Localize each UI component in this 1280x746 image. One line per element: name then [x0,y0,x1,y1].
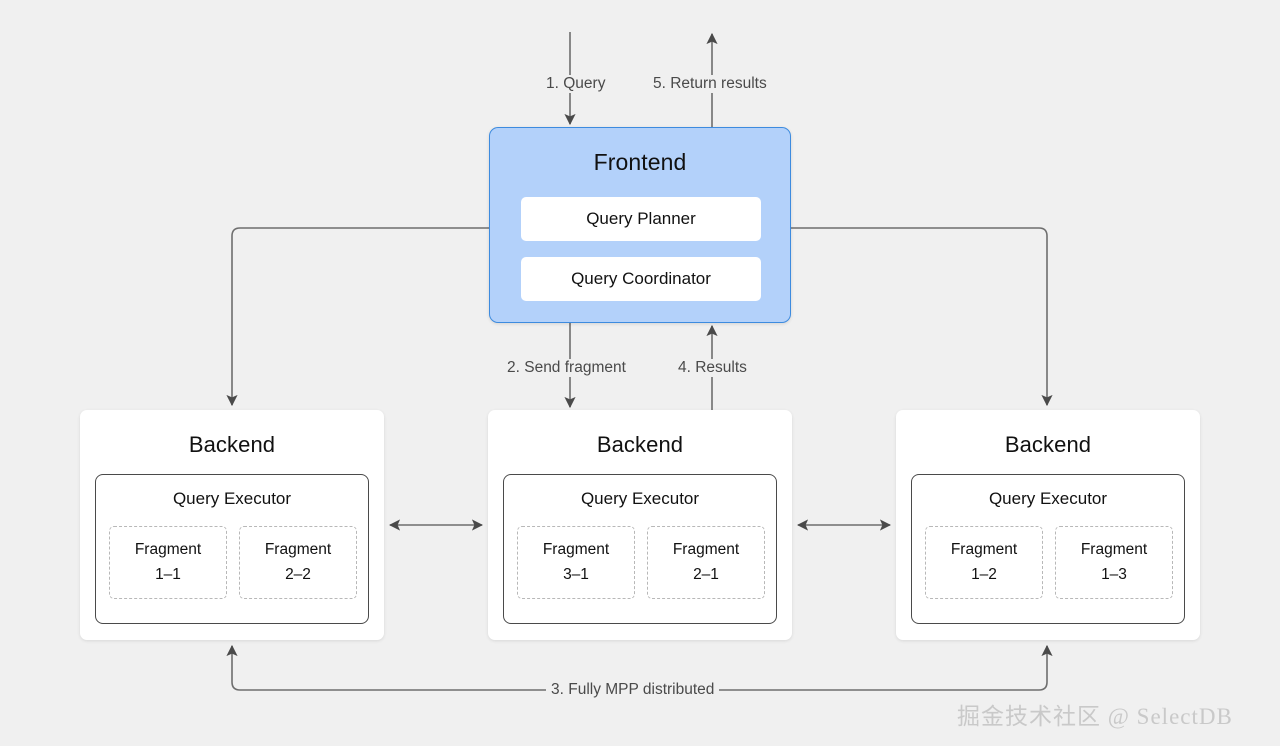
fragment-box[interactable]: Fragment 1–2 [925,526,1043,599]
watermark: 掘金技术社区 @ SelectDB [957,704,1233,729]
edge-frontend-to-left-backend [226,227,489,407]
fragment-box[interactable]: Fragment 1–1 [109,526,227,599]
fragment-name: Fragment [672,541,740,559]
query-executor-box[interactable]: Query Executor Fragment 1–2 Fragment 1–3 [911,474,1185,624]
fragment-id: 2–1 [693,565,719,583]
query-planner-label: Query Planner [586,209,696,228]
query-executor-box[interactable]: Query Executor Fragment 3–1 Fragment 2–1 [503,474,777,624]
fragment-name: Fragment [1080,541,1148,559]
fragment-box[interactable]: Fragment 2–1 [647,526,765,599]
query-coordinator-box[interactable]: Query Coordinator [521,257,761,301]
fragment-row: Fragment 1–1 Fragment 2–2 [109,526,357,599]
frontend-title: Frontend [593,149,687,175]
backend-title: Backend [188,432,276,457]
query-planner-box[interactable]: Query Planner [521,197,761,241]
frontend-node[interactable]: Frontend Query Planner Query Coordinator [489,127,791,323]
query-executor-label: Query Executor [580,489,700,508]
fragment-box[interactable]: Fragment 2–2 [239,526,357,599]
backend-title: Backend [1004,432,1092,457]
fragment-id: 1–1 [155,565,181,583]
backend-title: Backend [596,432,684,457]
edge-frontend-to-right-backend [791,227,1053,407]
query-executor-label: Query Executor [988,489,1108,508]
query-executor-box[interactable]: Query Executor Fragment 1–1 Fragment 2–2 [95,474,369,624]
fragment-box[interactable]: Fragment 1–3 [1055,526,1173,599]
fragment-row: Fragment 3–1 Fragment 2–1 [517,526,765,599]
edge-label-query: 1. Query [541,75,611,93]
query-executor-label: Query Executor [172,489,292,508]
fragment-name: Fragment [950,541,1018,559]
edge-label-results: 4. Results [673,359,752,377]
fragment-name: Fragment [542,541,610,559]
edge-label-send-fragment: 2. Send fragment [502,359,631,377]
fragment-id: 1–2 [971,565,997,583]
fragment-id: 3–1 [563,565,589,583]
fragment-row: Fragment 1–2 Fragment 1–3 [925,526,1173,599]
fragment-id: 2–2 [285,565,311,583]
fragment-name: Fragment [134,541,202,559]
query-coordinator-label: Query Coordinator [571,269,711,288]
backend-node-right[interactable]: Backend Query Executor Fragment 1–2 Frag… [896,410,1200,640]
backend-node-middle[interactable]: Backend Query Executor Fragment 3–1 Frag… [488,410,792,640]
fragment-box[interactable]: Fragment 3–1 [517,526,635,599]
fragment-name: Fragment [264,541,332,559]
edge-label-return-results: 5. Return results [648,75,772,93]
edge-label-mpp-distributed: 3. Fully MPP distributed [546,681,720,699]
fragment-id: 1–3 [1101,565,1127,583]
backend-node-left[interactable]: Backend Query Executor Fragment 1–1 Frag… [80,410,384,640]
